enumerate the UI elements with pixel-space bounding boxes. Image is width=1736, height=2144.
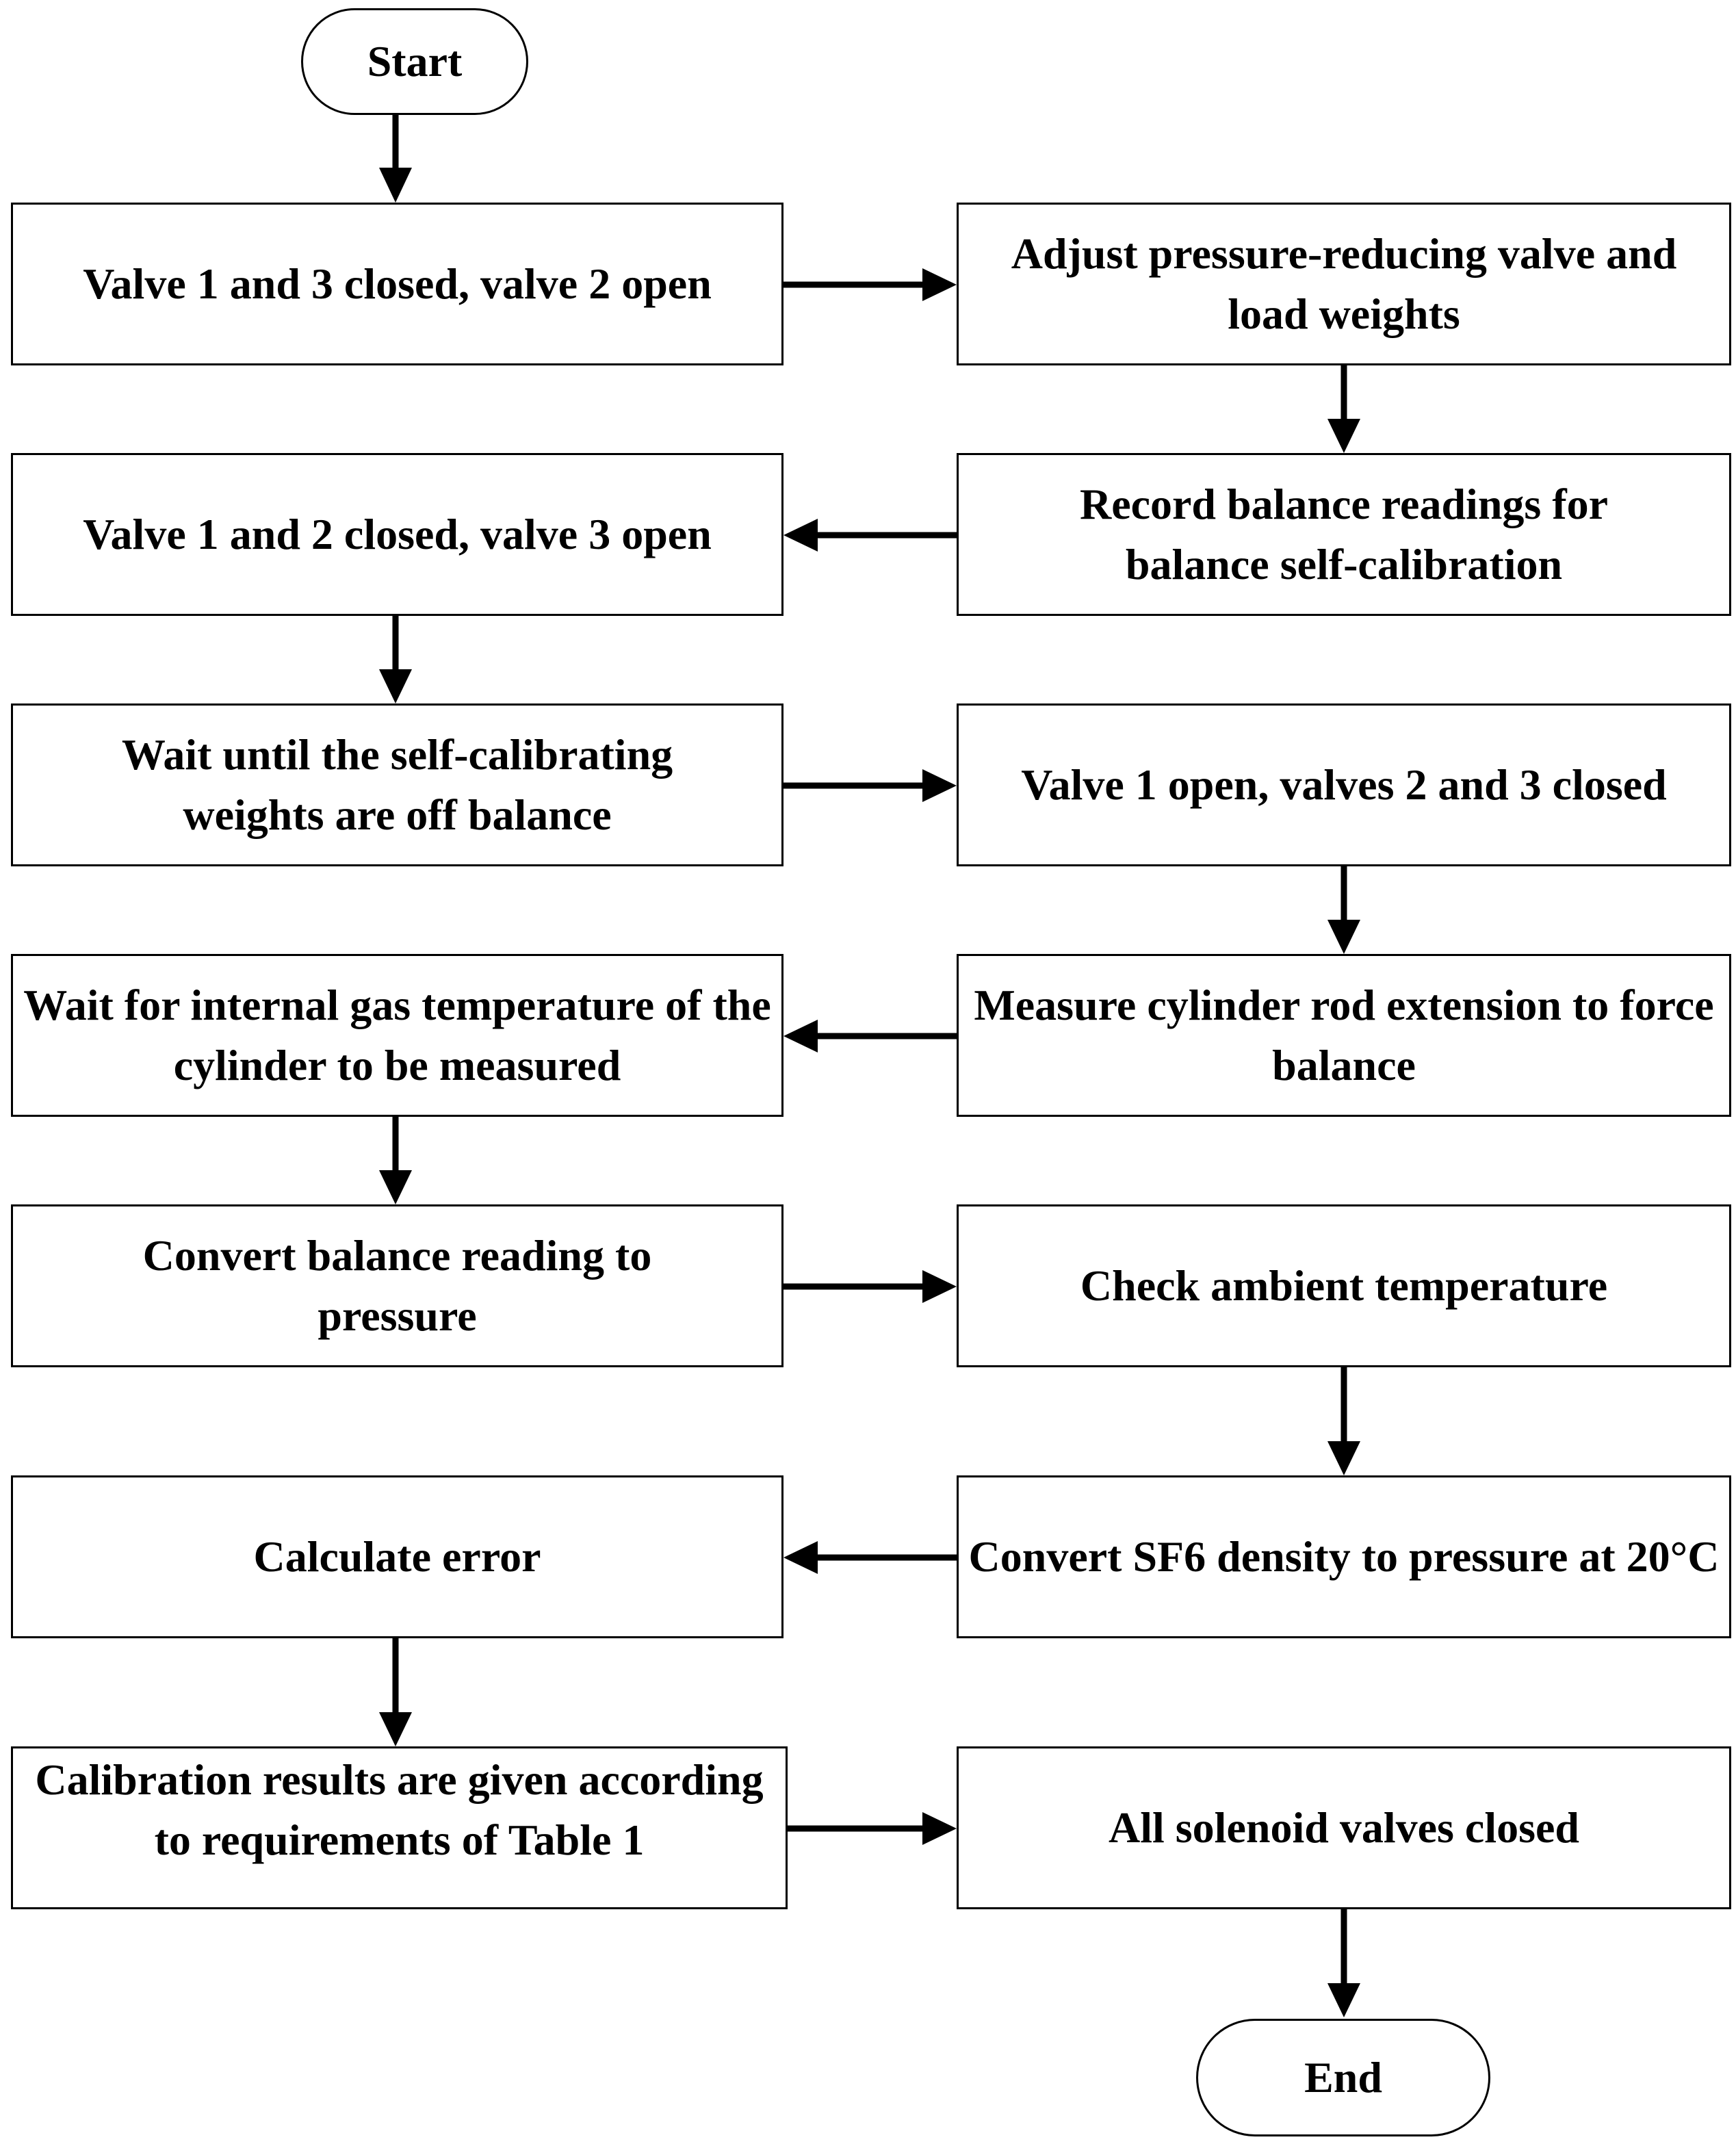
step-label: Wait for internal gas temperature of the… — [23, 981, 771, 1089]
step-wait-internal-gas-temperature: Wait for internal gas temperature of the… — [11, 954, 783, 1117]
arrowhead-n11-to-n12 — [783, 1541, 818, 1574]
arrowhead-n9-to-n10 — [922, 1270, 957, 1303]
step-record-balance-readings: Record balance readings for balance self… — [957, 453, 1731, 616]
step-calculate-error: Calculate error — [11, 1475, 783, 1638]
start-label: Start — [367, 37, 463, 86]
arrowhead-n2-to-n3 — [1327, 419, 1360, 453]
step-label: Calculate error — [253, 1532, 541, 1581]
step-label: Convert balance reading to pressure — [142, 1231, 652, 1340]
step-valve-1-2-closed-valve-3-open: Valve 1 and 2 closed, valve 3 open — [11, 453, 783, 616]
arrowhead-n3-to-n4 — [783, 519, 818, 552]
step-label: Valve 1 open, valves 2 and 3 closed — [1021, 760, 1667, 809]
end-terminal: End — [1196, 2019, 1490, 2136]
arrowhead-n14-to-end — [1327, 1983, 1360, 2017]
step-label: Record balance readings for balance self… — [1079, 480, 1609, 589]
step-label: Wait until the self-calibrating weights … — [121, 730, 673, 839]
step-adjust-pressure-reducing-valve: Adjust pressure-reducing valve and load … — [957, 203, 1731, 365]
step-valve-1-3-closed-valve-2-open: Valve 1 and 3 closed, valve 2 open — [11, 203, 783, 365]
step-all-solenoid-valves-closed: All solenoid valves closed — [957, 1746, 1731, 1909]
step-label: Adjust pressure-reducing valve and load … — [1011, 229, 1677, 338]
step-label: Valve 1 and 2 closed, valve 3 open — [83, 510, 712, 558]
arrowhead-n7-to-n8 — [783, 1020, 818, 1052]
arrowhead-n10-to-n11 — [1327, 1441, 1360, 1475]
step-wait-self-calibrating-weights: Wait until the self-calibrating weights … — [11, 703, 783, 866]
step-label: All solenoid valves closed — [1108, 1803, 1580, 1852]
step-check-ambient-temperature: Check ambient temperature — [957, 1204, 1731, 1367]
step-convert-sf6-density: Convert SF6 density to pressure at 20°C — [957, 1475, 1731, 1638]
step-label: Measure cylinder rod extension to force … — [974, 981, 1714, 1089]
start-terminal: Start — [301, 8, 528, 115]
arrowhead-n4-to-n5 — [379, 669, 412, 703]
end-label: End — [1304, 2053, 1382, 2102]
step-convert-balance-reading: Convert balance reading to pressure — [11, 1204, 783, 1367]
step-label: Calibration results are given according … — [35, 1755, 764, 1864]
step-label: Convert SF6 density to pressure at 20°C — [968, 1532, 1720, 1581]
arrowhead-n6-to-n7 — [1327, 920, 1360, 954]
arrowhead-n13-to-n14 — [922, 1812, 957, 1845]
arrowhead-n8-to-n9 — [379, 1170, 412, 1204]
arrowhead-n12-to-n13 — [379, 1712, 412, 1746]
arrowhead-start-to-n1 — [379, 168, 412, 203]
step-valve-1-open-valves-2-3-closed: Valve 1 open, valves 2 and 3 closed — [957, 703, 1731, 866]
arrowhead-n5-to-n6 — [922, 769, 957, 802]
step-calibration-results: Calibration results are given according … — [11, 1746, 788, 1909]
arrowhead-n1-to-n2 — [922, 268, 957, 301]
step-label: Valve 1 and 3 closed, valve 2 open — [83, 259, 712, 308]
step-label: Check ambient temperature — [1080, 1261, 1608, 1310]
step-measure-cylinder-rod-extension: Measure cylinder rod extension to force … — [957, 954, 1731, 1117]
